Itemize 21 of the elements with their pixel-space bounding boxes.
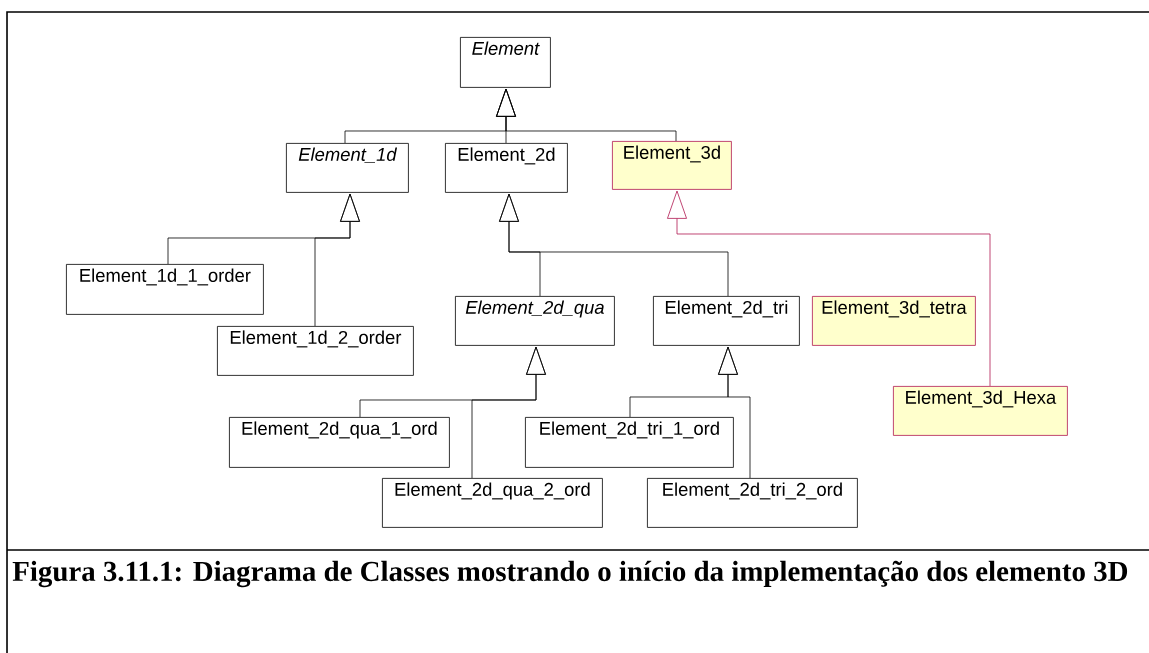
class-box: Element_2d_tri_2_ord <box>647 478 858 528</box>
class-box: Element_1d_1_order <box>66 264 264 315</box>
class-box: Element_1d_2_order <box>217 326 414 376</box>
class-box: Element_3d <box>612 141 732 190</box>
class-box: Element <box>460 37 551 88</box>
class-box: Element_2d <box>445 143 568 193</box>
figure-caption: Figura 3.11.1: Diagrama de Classes mostrando o início da implementação dos elemento 3D <box>12 560 1128 588</box>
class-box: Element_2d_qua_2_ord <box>382 478 603 528</box>
class-box: Element_3d_tetra <box>812 296 976 346</box>
class-box: Element_2d_tri_1_ord <box>525 417 734 468</box>
class-box: Element_2d_qua_1_ord <box>229 417 450 468</box>
class-box: Element_2d_tri <box>653 296 800 346</box>
inheritance-arrow <box>499 193 729 297</box>
inheritance-arrow <box>314 193 360 327</box>
class-box: Element_1d <box>286 143 409 193</box>
inheritance-arrow <box>471 346 546 479</box>
inheritance-arrow <box>667 190 991 387</box>
class-box: Element_3d_Hexa <box>893 386 1068 436</box>
class-box: Element_2d_qua <box>455 296 615 346</box>
inheritance-arrow <box>496 88 677 142</box>
inheritance-arrow <box>718 346 751 479</box>
